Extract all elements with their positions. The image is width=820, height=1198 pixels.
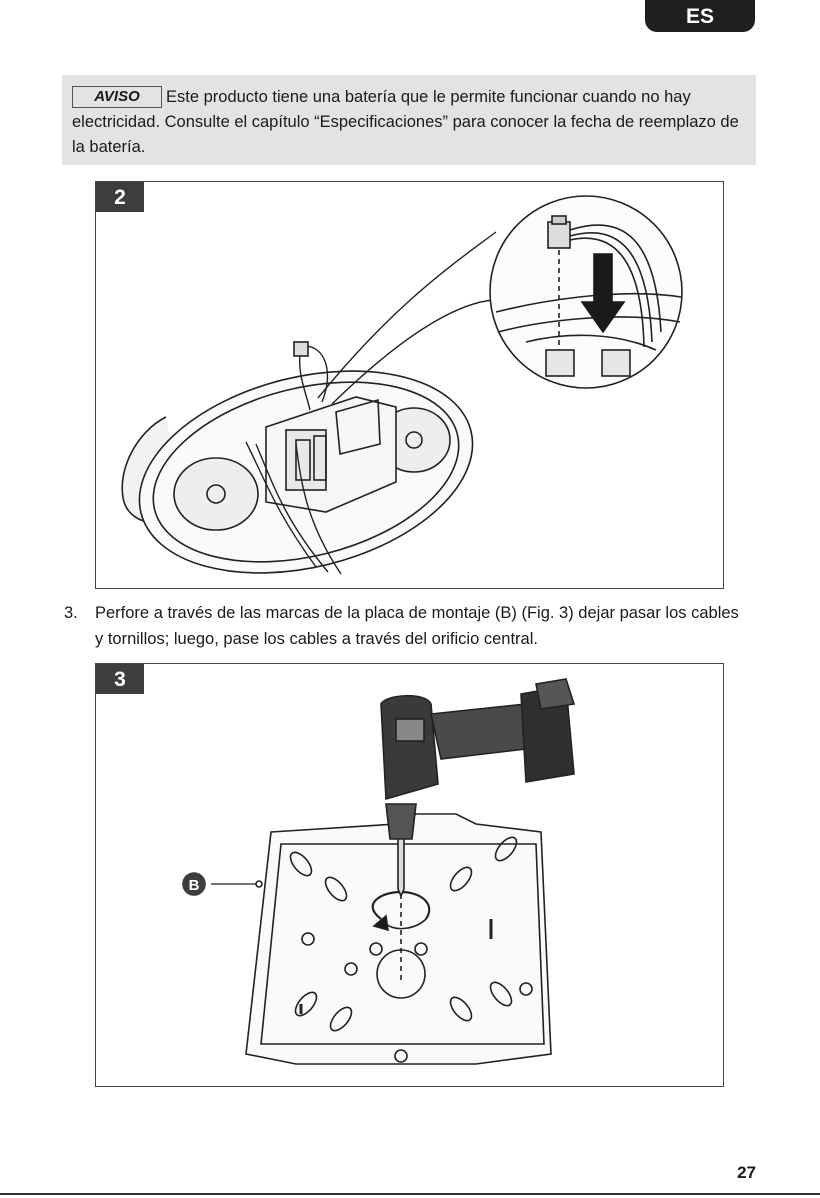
figure-3-illustration: B — [182, 678, 576, 1065]
figure-2-illustration — [121, 195, 683, 575]
notice-text: Este producto tiene una batería que le p… — [72, 88, 739, 156]
figure-3: 3 — [95, 663, 724, 1087]
page-divider — [0, 1193, 820, 1195]
notice-label: AVISO — [72, 86, 162, 108]
language-tab: ES — [645, 0, 755, 32]
callout-b-label: B — [189, 877, 200, 894]
figure-2: 2 — [95, 181, 724, 589]
page-number: 27 — [737, 1163, 756, 1182]
step-3-text: Perfore a través de las marcas de la pla… — [95, 604, 739, 648]
figure-3-number: 3 — [96, 664, 144, 694]
step-3: 3. Perfore a través de las marcas de la … — [64, 600, 744, 652]
figure-2-number: 2 — [96, 182, 144, 212]
step-3-number: 3. — [64, 604, 78, 622]
